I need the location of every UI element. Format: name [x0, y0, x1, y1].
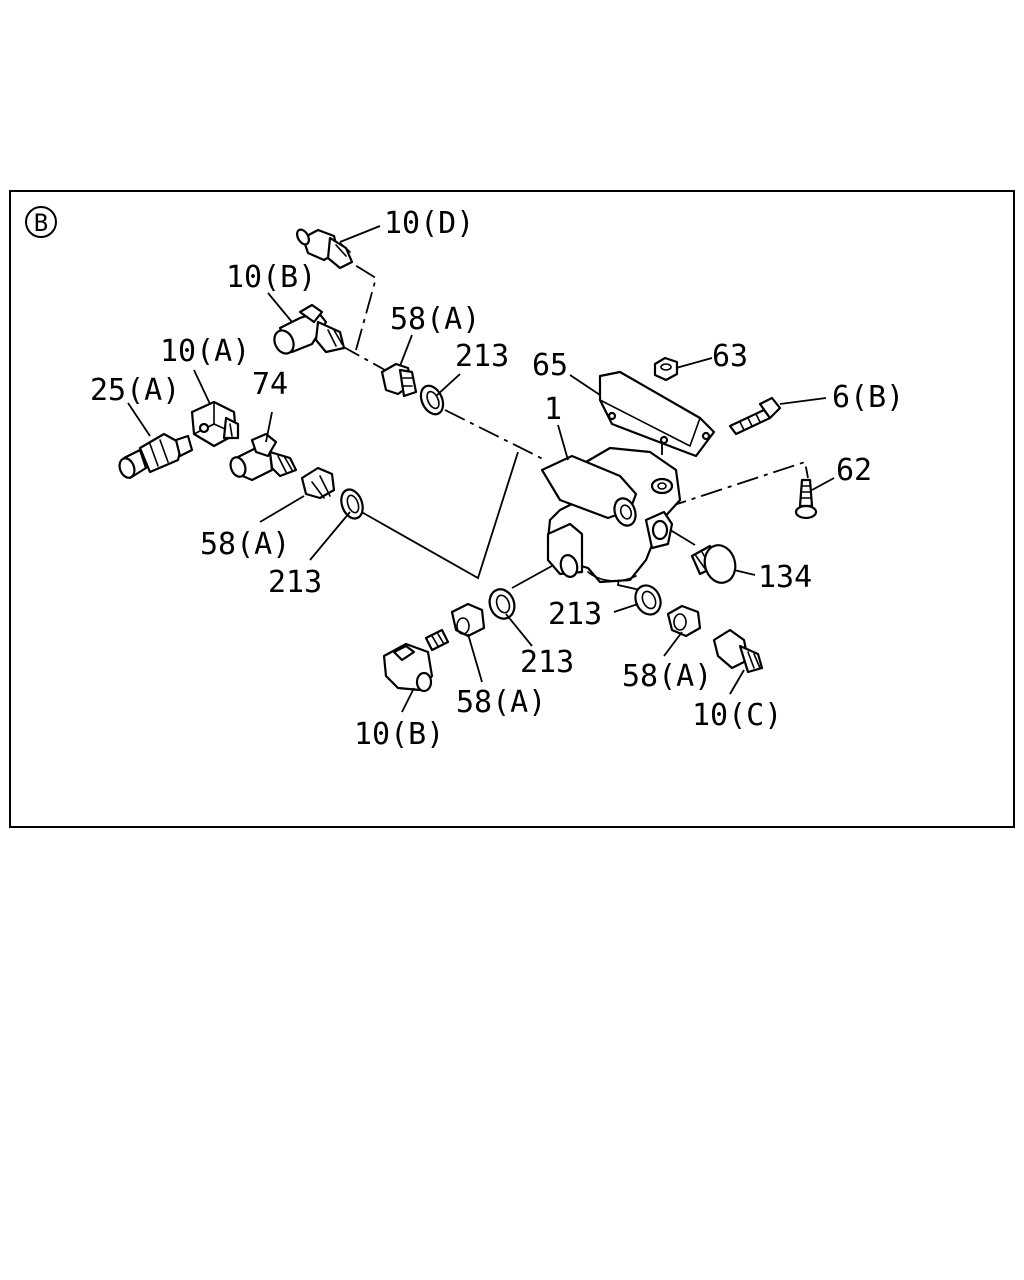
- gasket-213-left: [340, 488, 364, 520]
- union-58a-bottom: [450, 602, 486, 638]
- label-213-top: 213: [455, 339, 509, 374]
- part-labels: 10(D) 10(B) 58(A) 213 65 63 10(A) 25(A) …: [90, 206, 904, 752]
- label-10a: 10(A): [160, 334, 250, 369]
- label-213-right: 213: [548, 597, 602, 632]
- label-10d: 10(D): [384, 206, 474, 241]
- switch-25a: [118, 432, 194, 480]
- gasket-213-right: [634, 584, 662, 616]
- connector-10c: [712, 628, 764, 674]
- label-58a-bottom: 58(A): [456, 685, 546, 720]
- gasket-213-top: [419, 384, 445, 416]
- elbow-10b-top: [273, 303, 346, 355]
- label-213-left: 213: [268, 565, 322, 600]
- label-10b-bottom: 10(B): [354, 717, 444, 752]
- label-58a-top: 58(A): [390, 302, 480, 337]
- label-65: 65: [532, 348, 568, 383]
- plug-134: [690, 544, 737, 584]
- label-10b-top: 10(B): [226, 260, 316, 295]
- label-74: 74: [252, 367, 288, 402]
- union-58a-top: [380, 362, 418, 398]
- label-58a-left: 58(A): [200, 527, 290, 562]
- label-25a: 25(A): [90, 373, 180, 408]
- leader-lines: [127, 225, 835, 713]
- label-213-bottom: 213: [520, 645, 574, 680]
- bolt-6b: [728, 396, 782, 436]
- diagram-frame: [9, 190, 1015, 828]
- union-58a-right: [666, 604, 702, 638]
- nut-63: [653, 356, 679, 382]
- label-58a-right: 58(A): [622, 659, 712, 694]
- gasket-213-bottom: [488, 588, 516, 620]
- label-1: 1: [544, 392, 562, 427]
- bolt-62: [794, 478, 818, 520]
- label-63: 63: [712, 339, 748, 374]
- elbow-10b-bottom: [382, 628, 450, 693]
- label-10c: 10(C): [692, 698, 782, 733]
- valve-body-1: [540, 446, 682, 584]
- label-62: 62: [836, 453, 872, 488]
- bracket-65: [598, 370, 716, 458]
- label-134: 134: [758, 560, 812, 595]
- connector-10d: [296, 228, 354, 270]
- view-marker-text: B: [34, 209, 48, 237]
- view-marker-b: B: [25, 206, 57, 238]
- union-58a-left: [300, 466, 336, 500]
- label-6b: 6(B): [832, 380, 904, 415]
- block-tee-10a: [190, 400, 240, 448]
- tee-74: [229, 432, 298, 482]
